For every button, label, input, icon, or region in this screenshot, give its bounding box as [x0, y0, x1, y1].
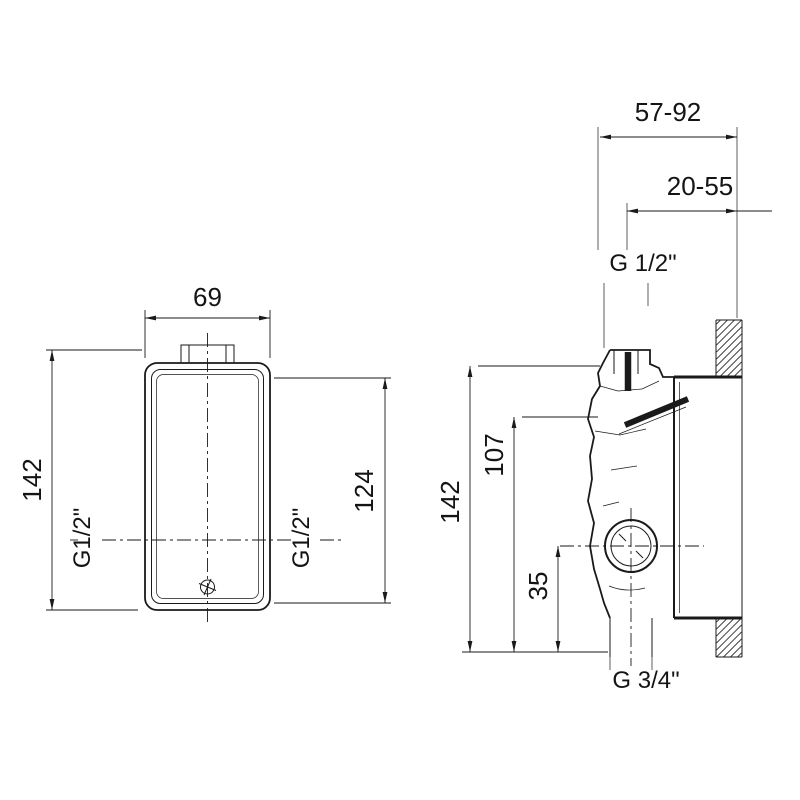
dim-outlet-height-label: 35	[523, 572, 553, 601]
dim-outlet-height: 35	[523, 546, 561, 652]
outlet-port	[560, 508, 704, 666]
thread-bottom-label: G 3/4"	[612, 667, 679, 694]
mounting-box	[673, 375, 743, 620]
front-box	[70, 333, 344, 625]
dim-width-label: 69	[193, 282, 222, 312]
thread-left-label: G1/2"	[69, 508, 96, 569]
bottom-pipe	[609, 618, 653, 670]
dim-surface-range: 20-55	[627, 171, 772, 214]
dim-body-height: 124	[274, 377, 391, 604]
side-view: 57-92 20-55 G 1/2" 142 107	[435, 97, 772, 694]
dim-inlet-height: 107	[479, 416, 598, 652]
thread-right-label: G1/2"	[288, 508, 315, 569]
dim-surface-range-label: 20-55	[667, 171, 734, 201]
valve-body	[587, 349, 690, 619]
dim-inlet-height-label: 107	[479, 433, 509, 476]
dim-height-side: 142	[435, 365, 600, 652]
dim-height-side-label: 142	[435, 480, 465, 523]
diagonal-duct	[623, 396, 690, 428]
dim-depth-range: 57-92	[600, 97, 737, 140]
dim-depth-range-label: 57-92	[635, 97, 702, 127]
wall-section	[715, 319, 743, 658]
dim-body-height-label: 124	[349, 469, 379, 512]
thread-top-label: G 1/2"	[609, 250, 676, 277]
wall-hatch	[716, 319, 742, 658]
dim-width: 69	[144, 282, 271, 358]
dim-height-front-label: 142	[17, 458, 47, 501]
dim-height-front: 142	[17, 349, 142, 611]
front-view: 69 142 124 G1/2" G1/2"	[17, 282, 391, 625]
